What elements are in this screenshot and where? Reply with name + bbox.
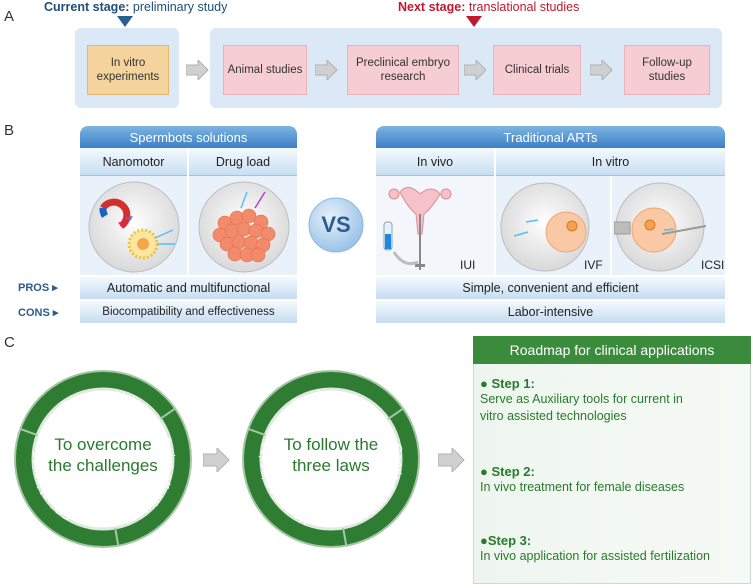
ring1-center-line1: To overcome	[54, 435, 152, 454]
ring2-center-text: To follow the three laws	[256, 434, 406, 477]
icsi-label: ICSI	[701, 258, 725, 272]
step-1-title-text: Step 1:	[491, 376, 535, 391]
ivf-label: IVF	[584, 258, 603, 272]
cons-label: CONS ▸	[18, 307, 59, 319]
in-vivo-header: In vivo	[376, 148, 494, 176]
stage-box-in-vitro: In vitro experiments	[87, 45, 169, 95]
flow-arrow-icon	[315, 60, 338, 80]
spermbots-header: Spermbots solutions	[80, 126, 297, 148]
flow-arrow-icon	[438, 448, 465, 472]
panel-c-letter: C	[4, 334, 15, 351]
flow-arrow-icon	[464, 60, 487, 80]
next-stage-marker-icon	[466, 16, 482, 27]
ivf-illustration-icon	[500, 182, 590, 272]
next-stage-label: Next stage: translational studies	[398, 0, 579, 14]
nanomotor-header: Nanomotor	[80, 148, 187, 176]
flow-arrow-icon	[203, 448, 230, 472]
spermbots-pros: Automatic and multifunctional	[80, 277, 297, 299]
vs-text: VS	[321, 212, 351, 237]
step-1-line-1: Serve as Auxiliary tools for current in	[480, 392, 683, 406]
next-stage-text: translational studies	[465, 0, 580, 14]
roadmap-panel	[473, 336, 751, 584]
flow-arrow-icon	[590, 60, 613, 80]
panel-a-letter: A	[4, 8, 15, 25]
drug-load-illustration-icon	[198, 181, 290, 273]
iui-label: IUI	[460, 258, 476, 272]
pros-label-text: PROS	[18, 282, 50, 294]
roadmap-title: Roadmap for clinical applications	[473, 336, 751, 364]
cons-label-text: CONS	[18, 307, 50, 319]
pros-label: PROS ▸	[18, 282, 58, 294]
step-2-line-1: In vivo treatment for female diseases	[480, 480, 685, 494]
step-2-title: ● Step 2:	[480, 464, 535, 479]
step-3-title: ●Step 3:	[480, 533, 532, 548]
roadmap-step-3: ●Step 3: In vivo application for assiste…	[480, 533, 746, 565]
step-2-title-text: Step 2:	[491, 464, 535, 479]
three-laws-ring-icon: Good genetics Gentle operation No contam…	[242, 370, 420, 548]
step-3-title-text: Step 3:	[487, 533, 532, 548]
current-stage-label: Current stage: preliminary study	[44, 0, 227, 14]
spermbots-cons: Biocompatibility and effectiveness	[80, 301, 297, 323]
flow-arrow-icon	[186, 60, 209, 80]
ring1-center-text: To overcome the challenges	[28, 434, 178, 477]
ring2-center-line1: To follow the	[283, 435, 379, 454]
roadmap-step-2: ● Step 2: In vivo treatment for female d…	[480, 464, 746, 496]
ring2-center-line2: three laws	[292, 456, 370, 476]
step-1-line-2: vitro assisted technologies	[480, 408, 627, 423]
current-stage-marker-icon	[117, 16, 133, 27]
in-vitro-header: In vitro	[496, 148, 725, 176]
stage-box-animal: Animal studies	[223, 45, 307, 95]
current-stage-text: preliminary study	[129, 0, 228, 14]
vs-badge-icon	[308, 197, 364, 253]
panel-b-letter: B	[4, 122, 15, 139]
nanomotor-illustration-icon	[88, 181, 180, 273]
step-3-line-1: In vivo application for assisted fertili…	[480, 549, 710, 563]
traditional-arts-header: Traditional ARTs	[376, 126, 725, 148]
ring1-center-line2: the challenges	[48, 456, 158, 476]
traditional-cons: Labor-intensive	[376, 301, 725, 323]
roadmap-step-1: ● Step 1: Serve as Auxiliary tools for c…	[480, 376, 746, 425]
stage-box-clinical: Clinical trials	[493, 45, 581, 95]
icsi-illustration-icon	[614, 182, 706, 272]
challenges-ring-icon: Biocompatibility In vivo effectiveness E…	[8, 364, 192, 548]
uterus-illustration-icon	[383, 187, 452, 270]
drug-load-header: Drug load	[189, 148, 297, 176]
current-stage-title: Current stage:	[44, 0, 130, 14]
stage-box-follow-up: Follow-up studies	[624, 45, 710, 95]
next-stage-title: Next stage:	[398, 0, 466, 14]
stage-box-preclinical: Preclinical embryo research	[347, 45, 459, 95]
step-1-title: ● Step 1:	[480, 376, 535, 391]
traditional-pros: Simple, convenient and efficient	[376, 277, 725, 299]
